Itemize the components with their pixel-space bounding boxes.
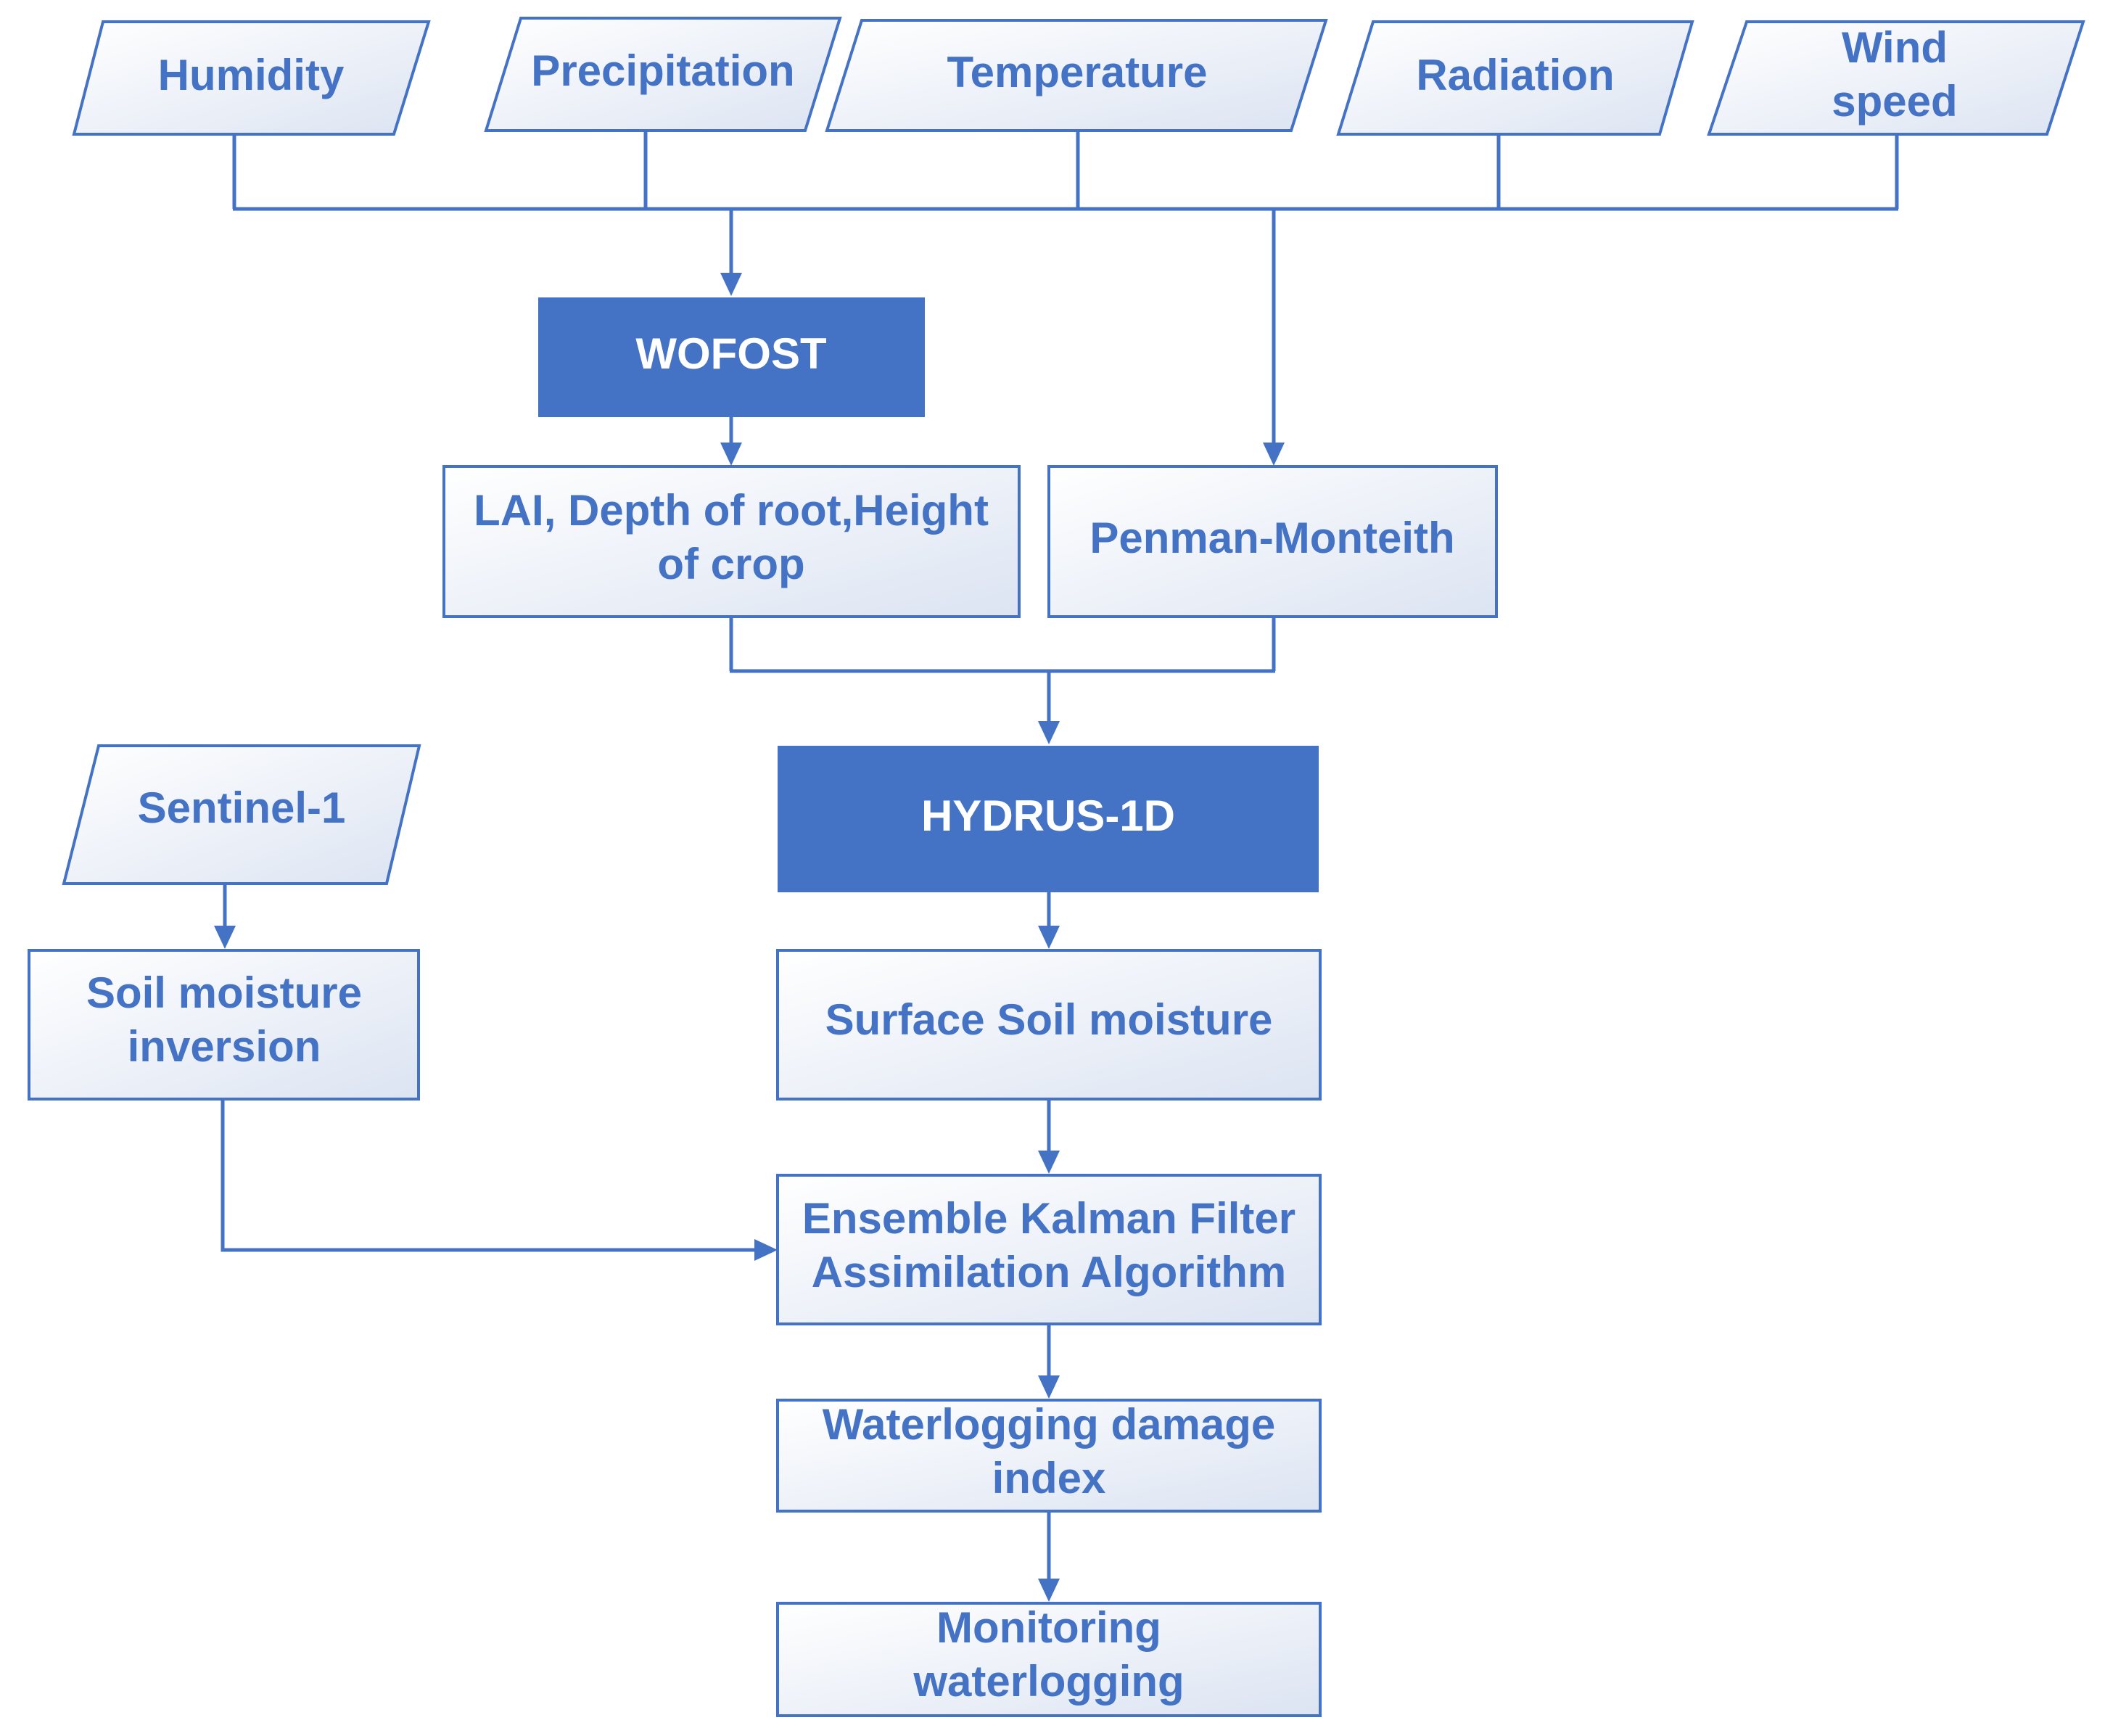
input-sentinel: Sentinel-1 bbox=[62, 744, 421, 885]
node-enkf-line1: Ensemble Kalman Filter bbox=[802, 1194, 1295, 1243]
input-shape bbox=[1336, 20, 1694, 136]
input-shape bbox=[72, 20, 431, 136]
model-shape bbox=[778, 746, 1319, 892]
arrow-to-damage-index bbox=[1038, 1375, 1060, 1399]
node-damage-index-line2: index bbox=[992, 1454, 1106, 1502]
input-temperature: Temperature bbox=[825, 19, 1328, 132]
node-enkf: Ensemble Kalman Filter Assimilation Algo… bbox=[776, 1174, 1322, 1325]
node-penman-label: Penman-Monteith bbox=[1089, 514, 1454, 562]
input-shape bbox=[484, 17, 842, 132]
input-precipitation: Precipitation bbox=[484, 17, 842, 132]
node-shape bbox=[776, 1399, 1322, 1513]
model-hydrus-label: HYDRUS-1D bbox=[921, 791, 1175, 840]
input-shape bbox=[1707, 20, 2085, 136]
input-wind-speed-label-line2: speed bbox=[1832, 77, 1957, 126]
node-crop-params-line1: LAI, Depth of root,Height bbox=[474, 486, 989, 535]
arrow-to-wofost bbox=[720, 273, 742, 296]
input-precipitation-label: Precipitation bbox=[531, 46, 794, 95]
arrow-to-monitoring bbox=[1038, 1579, 1060, 1602]
node-crop-params: LAI, Depth of root,Height of crop bbox=[442, 465, 1021, 618]
input-sentinel-label: Sentinel-1 bbox=[138, 783, 346, 832]
node-monitoring-line2: waterlogging bbox=[913, 1657, 1184, 1706]
node-damage-index-line1: Waterlogging damage bbox=[823, 1400, 1276, 1449]
input-radiation: Radiation bbox=[1336, 20, 1694, 136]
node-shape bbox=[776, 1602, 1322, 1717]
node-enkf-line2: Assimilation Algorithm bbox=[812, 1248, 1287, 1296]
model-wofost: WOFOST bbox=[538, 297, 925, 417]
node-shape bbox=[1047, 465, 1498, 618]
node-monitoring: Monitoring waterlogging bbox=[776, 1602, 1322, 1717]
connector-inversion-enkf bbox=[221, 1100, 756, 1252]
node-soil-inversion-line2: inversion bbox=[128, 1022, 321, 1071]
node-shape bbox=[776, 949, 1322, 1101]
input-shape bbox=[825, 19, 1328, 132]
input-wind-speed: Wind speed bbox=[1707, 20, 2085, 136]
node-monitoring-line1: Monitoring bbox=[936, 1603, 1161, 1652]
model-shape bbox=[538, 297, 925, 417]
input-humidity: Humidity bbox=[72, 20, 431, 136]
node-shape bbox=[28, 949, 420, 1101]
model-wofost-label: WOFOST bbox=[635, 329, 826, 378]
node-surface-soil-label: Surface Soil moisture bbox=[825, 995, 1273, 1044]
input-temperature-label: Temperature bbox=[947, 48, 1207, 96]
input-wind-speed-label-line1: Wind bbox=[1842, 23, 1948, 72]
node-surface-soil: Surface Soil moisture bbox=[776, 949, 1322, 1101]
node-soil-inversion-line1: Soil moisture bbox=[86, 968, 362, 1017]
node-soil-inversion: Soil moisture inversion bbox=[28, 949, 420, 1101]
arrow-to-enkf bbox=[1038, 1151, 1060, 1174]
arrow-inversion-to-enkf bbox=[754, 1239, 778, 1261]
input-humidity-label: Humidity bbox=[158, 51, 345, 99]
node-shape bbox=[442, 465, 1021, 618]
arrow-to-penman bbox=[1263, 443, 1285, 466]
node-damage-index: Waterlogging damage index bbox=[776, 1399, 1322, 1513]
node-penman-monteith: Penman-Monteith bbox=[1047, 465, 1498, 618]
arrow-to-soil-inversion bbox=[214, 926, 236, 949]
node-shape bbox=[776, 1174, 1322, 1325]
model-hydrus: HYDRUS-1D bbox=[778, 746, 1319, 892]
arrow-to-surface-soil bbox=[1038, 926, 1060, 949]
node-crop-params-line2: of crop bbox=[657, 540, 804, 588]
arrow-to-crop-params bbox=[720, 443, 742, 466]
connectors bbox=[214, 131, 1899, 1602]
input-shape bbox=[62, 744, 421, 885]
arrow-to-hydrus bbox=[1038, 721, 1060, 744]
input-radiation-label: Radiation bbox=[1416, 51, 1614, 99]
